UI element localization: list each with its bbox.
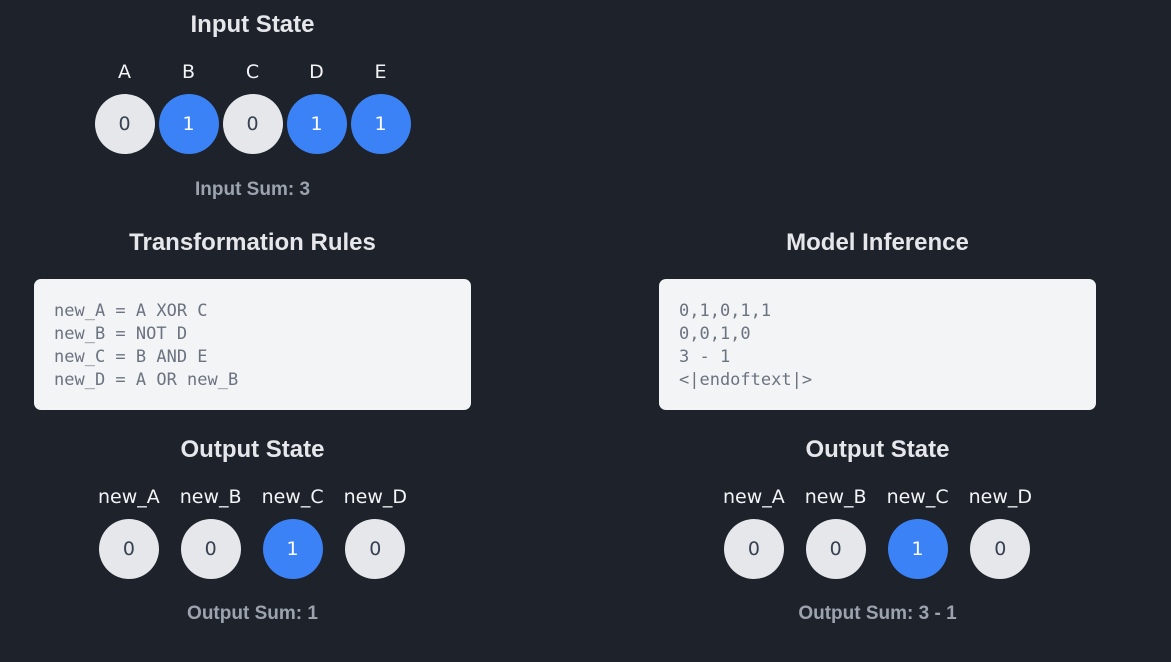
bit-circle: 1 xyxy=(158,94,219,154)
output-state-title: Output State xyxy=(805,436,950,463)
bit-circle: 0 xyxy=(222,94,283,154)
bit-circle: 0 xyxy=(98,519,159,579)
input-bit-d: D 1 xyxy=(286,60,347,154)
model-inference-title: Model Inference xyxy=(786,229,969,256)
rules-panel: new_A = A XOR C new_B = NOT D new_C = B … xyxy=(34,279,471,410)
input-bit-c: C 0 xyxy=(222,60,283,154)
bit-label: E xyxy=(374,61,387,83)
inferred-bit-new-b: new_B 0 xyxy=(805,485,867,579)
inferred-output-sum: Output Sum: 3 - 1 xyxy=(798,603,957,624)
bit-circle: 0 xyxy=(180,519,241,579)
bit-circle: 0 xyxy=(970,519,1031,579)
inference-line: 0,1,0,1,1 xyxy=(679,301,772,321)
input-bits-row: A 0 B 1 C 0 D 1 E 1 xyxy=(34,60,471,154)
output-bit-new-c: new_C 1 xyxy=(262,485,324,579)
transformation-rules-title: Transformation Rules xyxy=(129,229,376,256)
input-bit-a: A 0 xyxy=(94,60,155,154)
output-bit-new-a: new_A 0 xyxy=(98,485,160,579)
output-bits-row: new_A 0 new_B 0 new_C 1 new_D 0 xyxy=(34,485,471,579)
input-bit-b: B 1 xyxy=(158,60,219,154)
inference-panel: 0,1,0,1,1 0,0,1,0 3 - 1 <|endoftext|> xyxy=(659,279,1096,410)
bit-circle: 1 xyxy=(887,519,948,579)
bit-circle: 0 xyxy=(723,519,784,579)
bit-label: C xyxy=(245,61,260,83)
bit-label: D xyxy=(309,61,324,83)
output-sum: Output Sum: 1 xyxy=(187,603,318,624)
inferred-bit-new-c: new_C 1 xyxy=(887,485,949,579)
bit-circle: 0 xyxy=(345,519,406,579)
inference-line: 0,0,1,0 xyxy=(679,324,751,344)
output-state-title: Output State xyxy=(180,436,325,463)
bit-label: new_D xyxy=(968,486,1033,508)
input-state-title: Input State xyxy=(190,11,315,38)
inferred-bit-new-d: new_D 0 xyxy=(969,485,1032,579)
bit-circle: 1 xyxy=(262,519,323,579)
bit-label: new_C xyxy=(261,486,324,508)
inferred-output-bits-row: new_A 0 new_B 0 new_C 1 new_D 0 xyxy=(659,485,1096,579)
inference-line: 3 - 1 xyxy=(679,347,731,367)
input-bit-e: E 1 xyxy=(350,60,411,154)
rule-line: new_C = B AND E xyxy=(54,347,208,367)
rule-line: new_A = A XOR C xyxy=(54,301,208,321)
input-sum: Input Sum: 3 xyxy=(194,179,311,200)
bit-circle: 1 xyxy=(350,94,411,154)
rule-line: new_B = NOT D xyxy=(54,324,188,344)
bit-label: new_B xyxy=(804,486,867,508)
inference-line: <|endoftext|> xyxy=(679,370,813,390)
bit-label: new_A xyxy=(97,486,160,508)
bit-circle: 1 xyxy=(286,94,347,154)
output-bit-new-d: new_D 0 xyxy=(344,485,407,579)
bit-label: new_D xyxy=(343,486,408,508)
rule-line: new_D = A OR new_B xyxy=(54,370,239,390)
bit-label: B xyxy=(181,61,196,83)
bit-circle: 0 xyxy=(805,519,866,579)
bit-label: new_C xyxy=(886,486,949,508)
bit-circle: 0 xyxy=(94,94,155,154)
bit-label: A xyxy=(118,61,131,83)
inferred-bit-new-a: new_A 0 xyxy=(723,485,785,579)
bit-label: new_B xyxy=(179,486,242,508)
bit-label: new_A xyxy=(722,486,785,508)
output-bit-new-b: new_B 0 xyxy=(180,485,242,579)
